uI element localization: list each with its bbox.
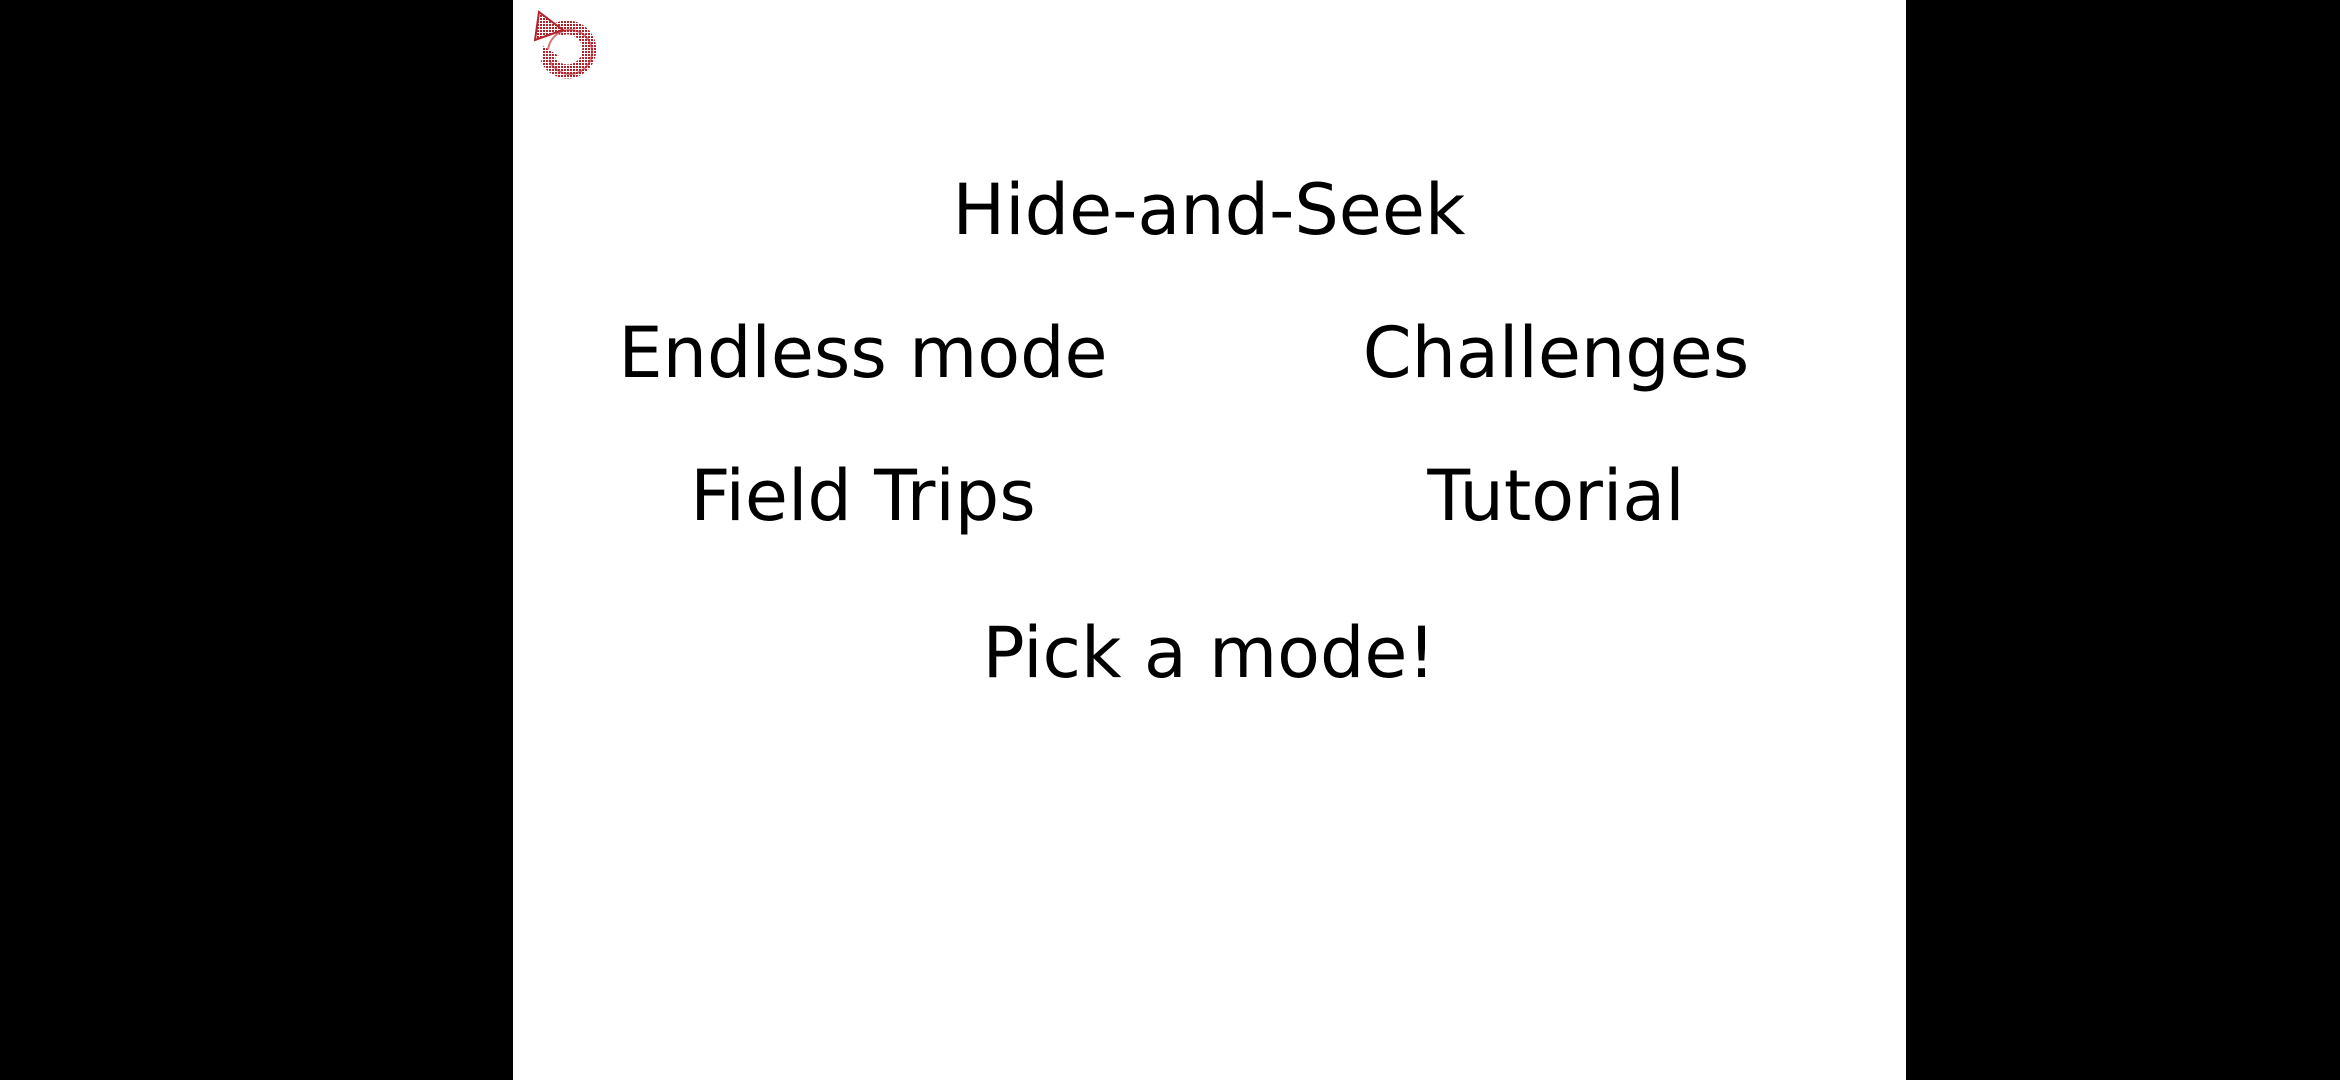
game-screen: Hide-and-Seek Endless mode Challenges Fi… (513, 0, 1906, 1080)
challenges-button[interactable]: Challenges (1362, 312, 1750, 394)
page-title: Hide-and-Seek (952, 169, 1466, 251)
tutorial-button[interactable]: Tutorial (1427, 455, 1685, 537)
undo-arrow-icon (533, 10, 597, 79)
endless-mode-button[interactable]: Endless mode (618, 312, 1108, 394)
back-button[interactable] (513, 0, 613, 100)
pick-mode-prompt: Pick a mode! (982, 612, 1436, 694)
field-trips-button[interactable]: Field Trips (690, 455, 1036, 537)
